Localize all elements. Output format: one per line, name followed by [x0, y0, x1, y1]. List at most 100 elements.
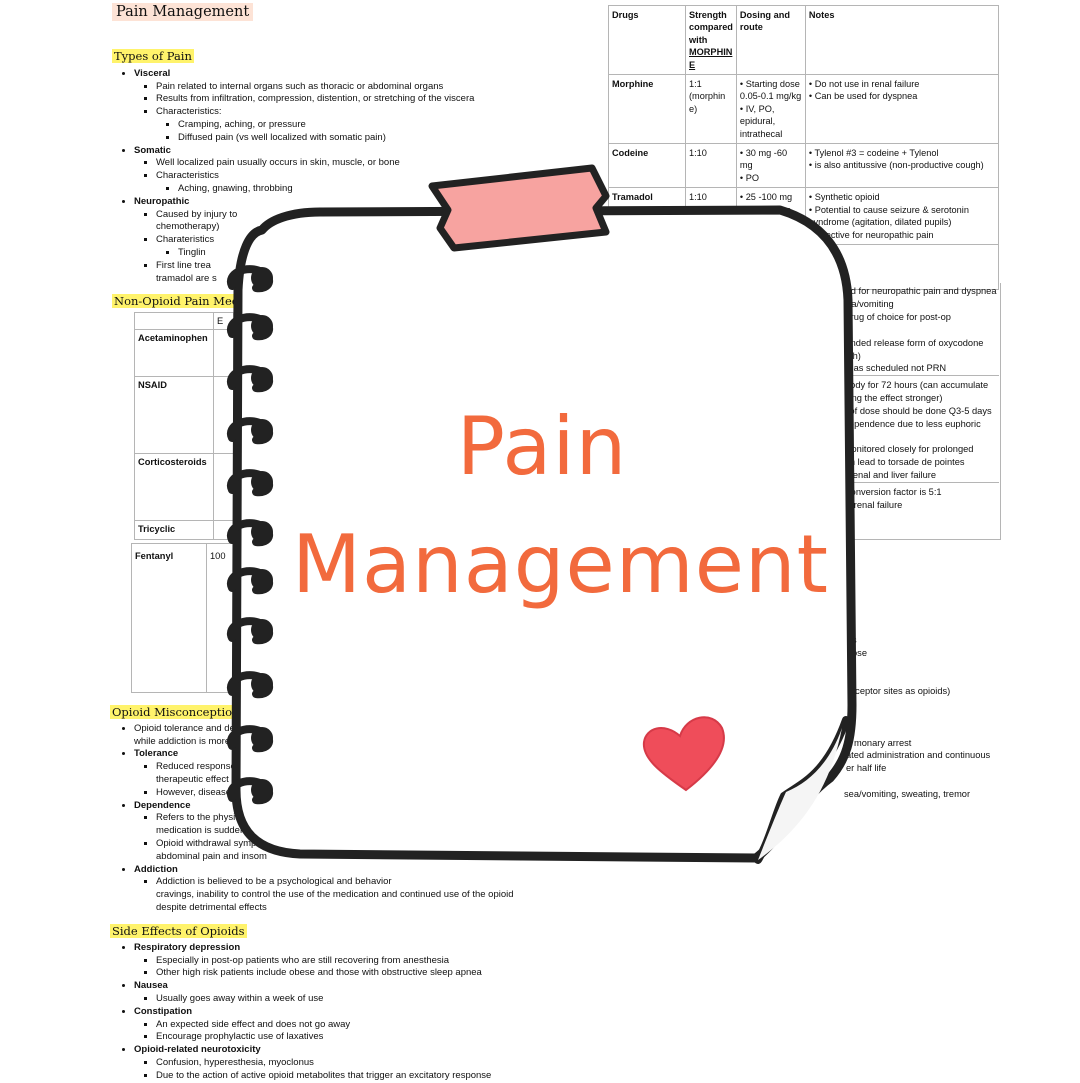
visceral-label: Visceral: [134, 67, 171, 79]
right-fragment: 8-12h): [834, 351, 861, 361]
list-item: Usually goes away within a week of use: [156, 993, 590, 1006]
table-cell: E: [213, 312, 234, 330]
table-cell: Morphine: [612, 79, 654, 90]
spiral-ring: [227, 365, 274, 393]
table-cell: 30 mg -60 mg: [739, 148, 788, 171]
dependence-label: Dependence: [134, 799, 191, 811]
list-item: Due to the action of active opioid metab…: [156, 1070, 590, 1083]
cover-title-line1: Pain: [456, 400, 628, 493]
table-cell: Can be used for dyspnea: [814, 91, 918, 102]
addiction-label: Addiction: [134, 863, 178, 875]
nonopioid-section: Non-Opioid Pain Med: [112, 294, 242, 310]
spiral-ring: [227, 519, 274, 547]
list-item: Opioid tolerance and dep: [134, 722, 241, 734]
spiral-hole: [251, 619, 273, 641]
right-fragment: can lead to torsade de pointes: [840, 457, 965, 467]
list-item: Charateristics: [156, 234, 215, 246]
cover-title-line2: Management: [292, 518, 829, 611]
table-cell: is also antitussive (non-productive coug…: [814, 160, 984, 171]
table-cell: Tramadol: [612, 192, 653, 203]
table-divider: [800, 375, 999, 376]
table-divider: [800, 482, 999, 483]
heart-icon: [642, 716, 725, 792]
list-item: Encourage prophylactic use of laxatives: [156, 1031, 590, 1044]
spiral-hole: [251, 315, 273, 337]
list-item: Confusion, hyperesthesia, myoclonus: [156, 1057, 590, 1070]
right-fragment: ated administration and continuous: [846, 750, 991, 760]
resp-label: Respiratory depression: [134, 941, 241, 953]
fentanyl-value: 100: [210, 551, 226, 561]
list-item: Aching, gnawing, throbbing: [178, 183, 582, 196]
nonopioid-heading: Non-Opioid Pain Med: [112, 294, 242, 308]
list-item: Results from infiltration, compression, …: [156, 93, 582, 106]
right-fragment: n renal failure: [846, 500, 903, 510]
table-row: Corticosteroids: [138, 457, 207, 467]
table-cell: PO: [745, 172, 759, 183]
list-item: Cramping, aching, or pressure: [178, 119, 582, 132]
table-header: Notes: [804, 4, 1000, 76]
fentanyl-row: Fentanyl 100: [131, 543, 243, 693]
list-item: Well localized pain usually occurs in sk…: [156, 157, 582, 170]
list-item: Pain related to internal organs such as …: [156, 81, 582, 94]
list-item: cravings, inability to control the use o…: [156, 889, 514, 901]
neuropathic-label: Neuropathic: [134, 195, 190, 207]
right-fragment: e monitored closely for prolonged: [836, 444, 974, 454]
list-item: Tinglin: [178, 247, 582, 260]
right-fragment: conversion factor is 5:1: [846, 487, 942, 497]
table-cell: Tylenol #3 = codeine + Tylenol: [814, 148, 939, 159]
table-cell: 1:10: [685, 187, 737, 245]
spiral-hole: [251, 419, 273, 441]
right-fragment: ntin: [834, 325, 849, 335]
constipation-label: Constipation: [134, 1005, 193, 1017]
right-fragment: sea/vomiting, sweating, tremor: [844, 789, 971, 799]
right-fragment: s: [852, 635, 857, 645]
neurotoxicity-label: Opioid-related neurotoxicity: [134, 1044, 261, 1056]
nonopioid-table: E Acetaminophen NSAID Corticosteroids Tr…: [134, 312, 234, 540]
list-item: Caused by injury to: [156, 208, 238, 220]
spiral-ring: [227, 469, 274, 497]
right-fragment: making the effect stronger): [832, 393, 943, 403]
table-cell: Q4-6 and up: [739, 204, 791, 215]
table-row: Tricyclic: [138, 524, 176, 534]
table-cell: Potential to cause seizure & serotonin s…: [808, 204, 969, 228]
right-fragment: Extended release form of oxycodone: [832, 338, 984, 348]
spiral-hole: [251, 367, 273, 389]
right-fragment: er half life: [846, 763, 887, 773]
table-cell: IV, PO, epidural, intrathecal: [739, 103, 783, 139]
right-fragment: monary arrest: [854, 738, 912, 748]
spiral-ring: [227, 313, 274, 341]
right-fragment: g dependence due to less euphoric: [836, 419, 981, 429]
table-row: NSAID: [138, 380, 167, 390]
table-cell: 1:10: [685, 143, 737, 189]
right-fragment: ent of dose should be done Q3-5 days: [834, 406, 992, 416]
somatic-label: Somatic: [134, 144, 171, 156]
right-fragment: n renal and liver failure: [842, 470, 937, 480]
right-fragment: the drug of choice for post-op: [830, 312, 951, 322]
side-effects-section: Side Effects of Opioids Respiratory depr…: [110, 924, 590, 1083]
list-item: despite detrimental effects: [156, 901, 267, 913]
table-cell: Starting dose 0.05-0.1 mg/kg: [739, 79, 802, 102]
spiral-hole: [251, 569, 273, 591]
list-item: An expected side effect and does not go …: [156, 1019, 590, 1032]
list-item: abdominal pain and insom: [156, 850, 267, 862]
spiral-hole: [251, 673, 273, 695]
right-fragment: ose: [852, 648, 867, 658]
table-cell: Do not use in renal failure: [814, 79, 920, 90]
folded-corner: [754, 716, 850, 864]
fentanyl-label: Fentanyl: [135, 551, 174, 561]
right-fragment: e used for neuropathic pain and dyspnea: [828, 286, 997, 296]
list-item: Characteristics: [156, 170, 219, 182]
right-fragment: nausea/vomiting: [826, 299, 894, 309]
table-header: Dosing and route: [735, 4, 806, 76]
list-item: Opioid withdrawal symp: [156, 837, 257, 849]
spiral-hole: [251, 471, 273, 493]
table-header: Drugs: [608, 4, 686, 76]
list-item: First line trea: [156, 259, 211, 271]
list-item: tramadol are s: [156, 272, 217, 284]
table-row: Acetaminophen: [138, 333, 208, 343]
right-fragment: iven as scheduled not PRN: [834, 363, 947, 373]
table-row: Morphine 1:1 (morphin e) • Starting dose…: [608, 74, 1000, 145]
misconceptions-heading: Opioid Misconceptions: [110, 705, 248, 719]
table-cell: Codeine: [612, 148, 649, 159]
